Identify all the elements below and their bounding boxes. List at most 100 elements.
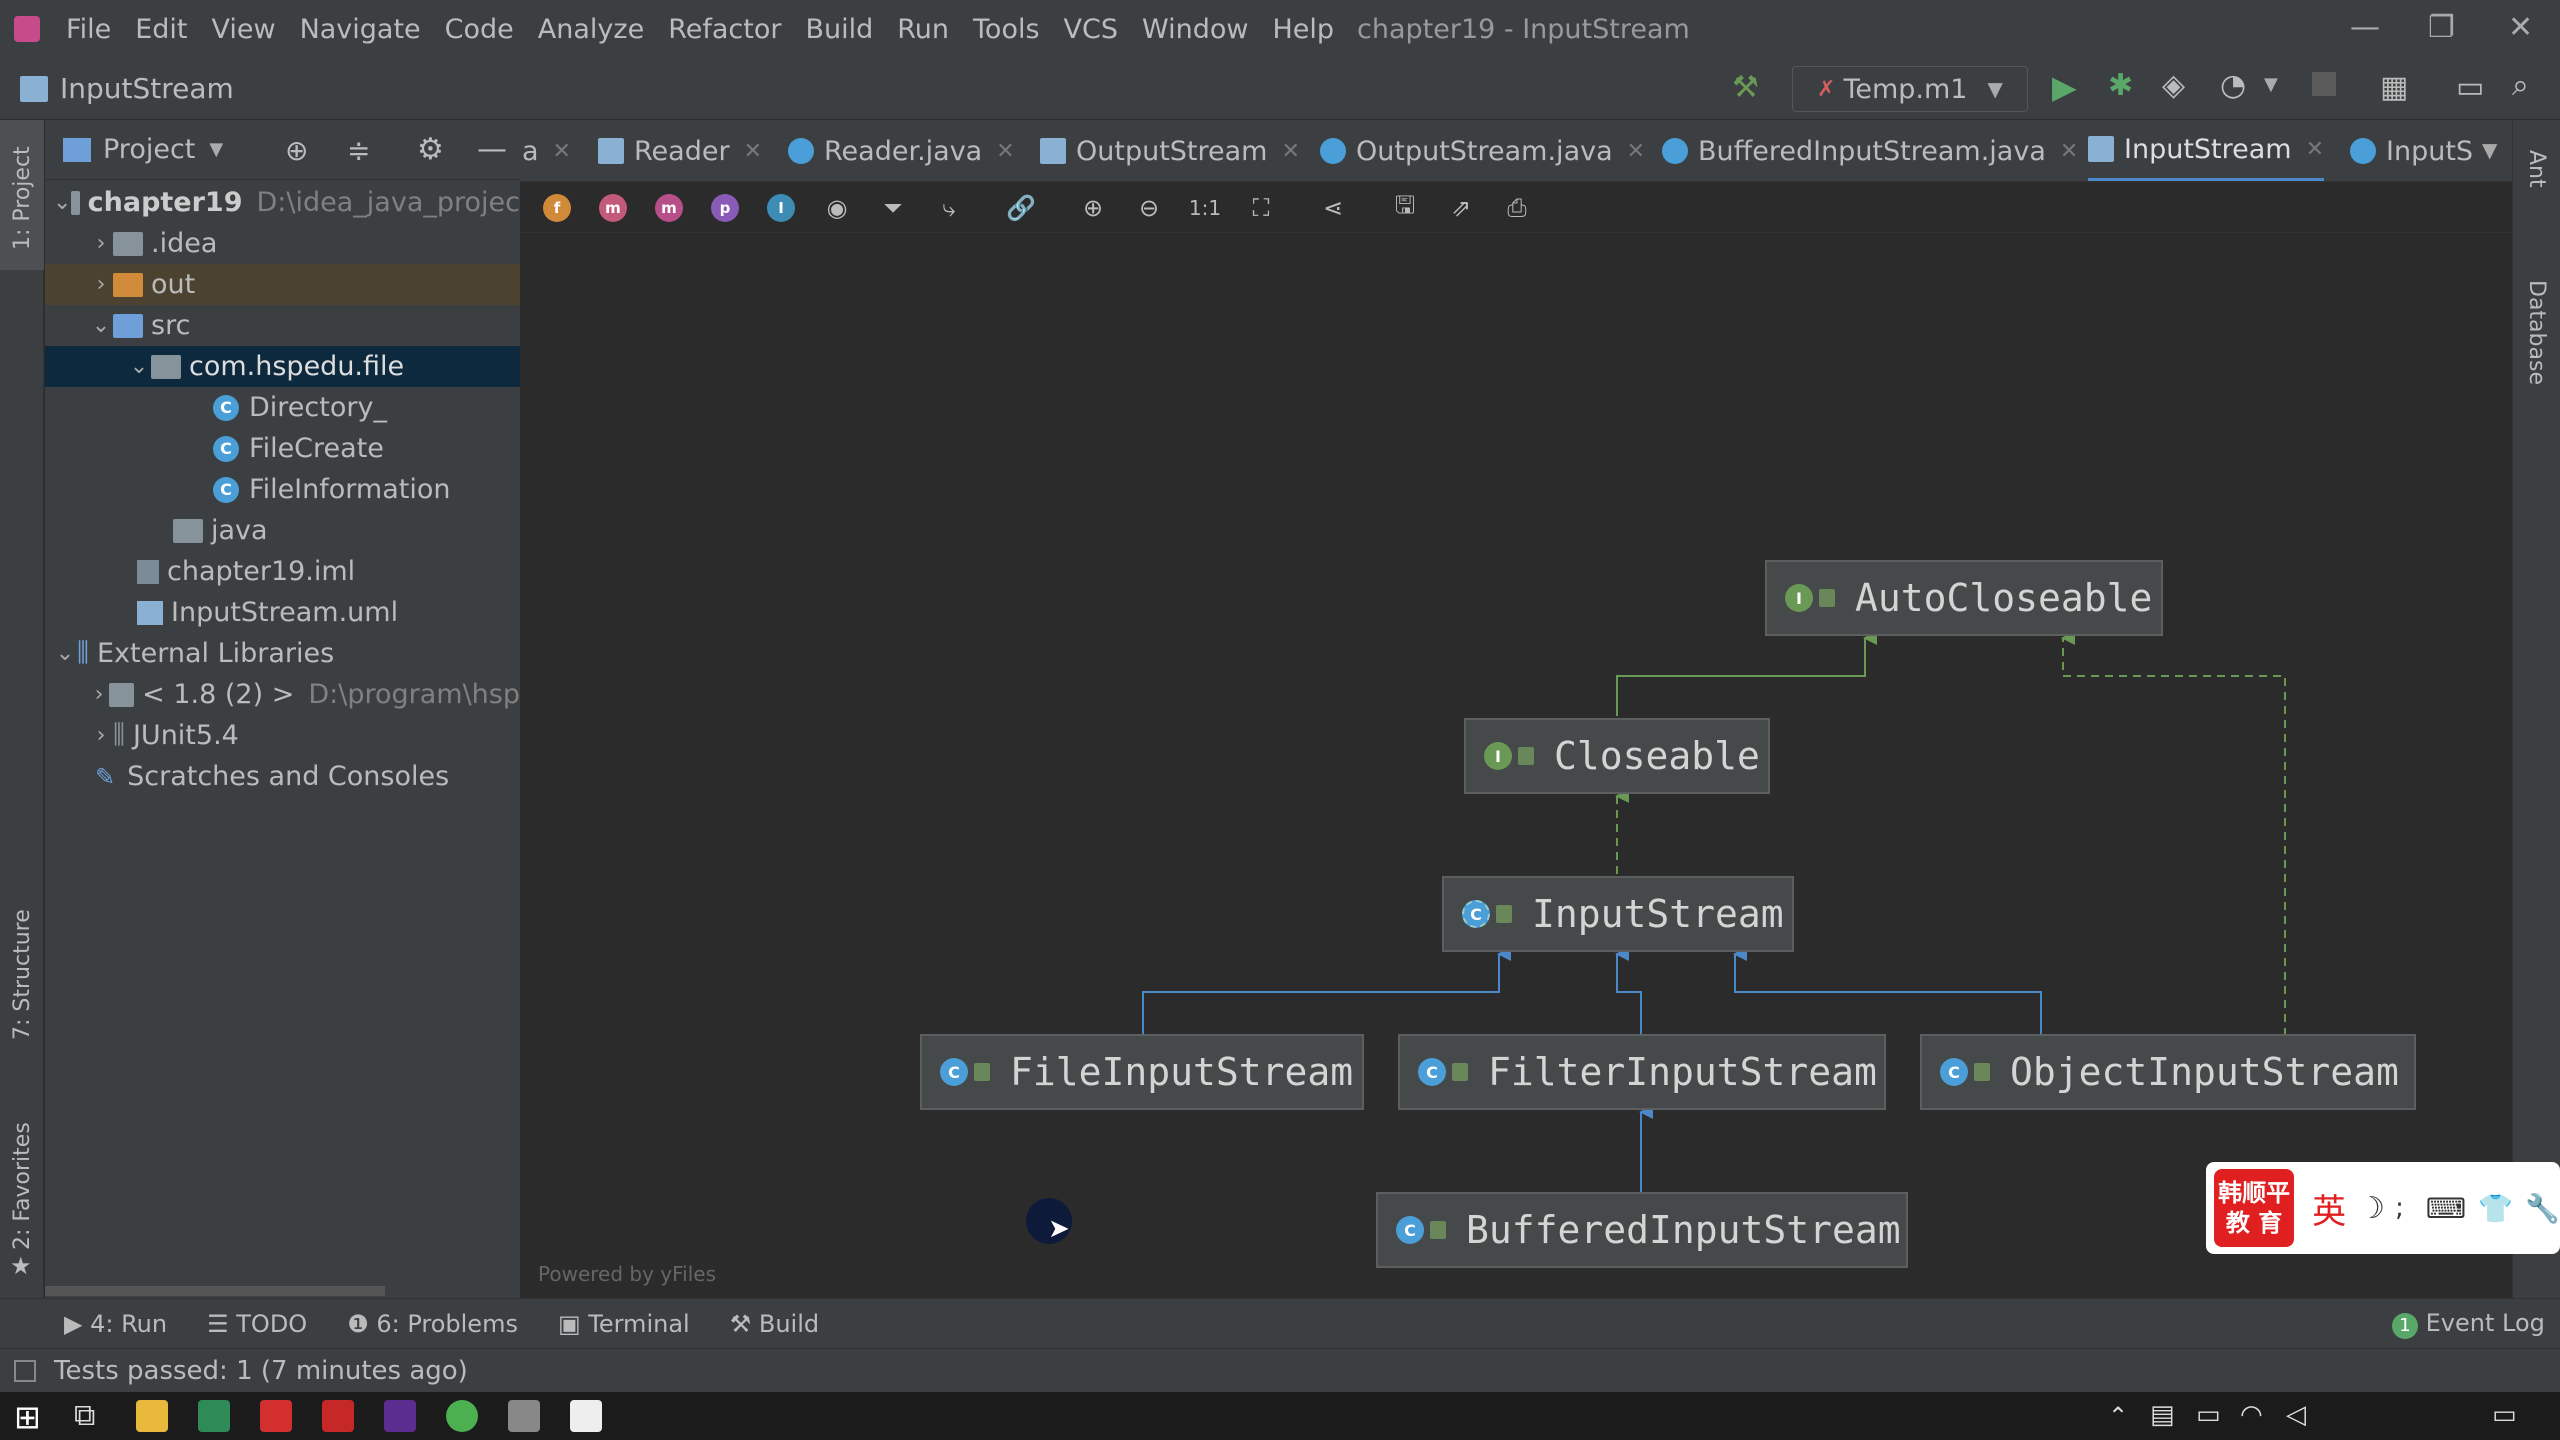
tree-item-jdk[interactable]: › < 1.8 (2) > D:\program\hsp [45,674,520,715]
notification-icon[interactable]: ▭ [2492,1400,2517,1430]
zoom-out-icon[interactable]: ⊖ [1138,194,1160,222]
profile-dropdown-icon[interactable]: ▼ [2264,74,2278,95]
tab-inputstream[interactable]: InputStream✕ [2088,120,2325,181]
menu-file[interactable]: File [66,13,112,45]
chevron-down-icon[interactable]: ⌄ [55,641,75,666]
menu-code[interactable]: Code [444,13,514,45]
project-structure-icon[interactable]: ▦ [2380,70,2409,105]
database-tool-label[interactable]: Database [2524,280,2549,385]
tabs-overflow-icon[interactable]: ▼ [2482,138,2498,162]
tree-item-out[interactable]: › out [45,264,520,305]
problems-tool-button[interactable]: ❶ 6: Problems [347,1309,518,1338]
wrench-icon[interactable]: 🔧 [2525,1191,2560,1225]
share-icon[interactable]: ⋖ [1322,194,1344,222]
close-icon[interactable]: ✕ [1626,138,1646,164]
build-tool-button[interactable]: ⚒ Build [729,1309,820,1338]
punctuation-icon[interactable]: ; [2395,1193,2404,1223]
task-view-icon[interactable]: ⧉ [74,1398,96,1433]
ant-tool-label[interactable]: Ant [2524,150,2549,188]
menu-refactor[interactable]: Refactor [668,13,782,45]
collapse-all-icon[interactable]: ≑ [347,134,371,167]
tab-inputs[interactable]: InputS [2350,120,2473,181]
run-config-selector[interactable]: ✗ Temp.m1 ▼ [1792,66,2028,112]
chevron-down-icon[interactable]: ▼ [209,139,224,160]
close-icon[interactable]: ✕ [996,138,1015,164]
close-icon[interactable]: ✕ [552,138,571,164]
gear-icon[interactable]: ⚙ [417,132,444,167]
status-toggle-icon[interactable] [14,1359,36,1382]
tab-reader[interactable]: Reader✕ [598,120,762,181]
close-icon[interactable]: ✕ [1281,138,1300,164]
tree-item-src[interactable]: ⌄ src [45,305,520,346]
fields-toggle-icon[interactable]: f [543,194,571,222]
menu-navigate[interactable]: Navigate [299,13,421,45]
volume-icon[interactable]: ◁ [2286,1400,2306,1430]
horizontal-scrollbar[interactable] [45,1286,385,1296]
tree-item-chapter19[interactable]: ⌄ chapter19 D:\idea_java_projec [45,182,520,223]
battery-icon[interactable]: ▭ [2196,1400,2221,1430]
chevron-down-icon[interactable]: ⌄ [129,354,149,379]
structure-tool-label[interactable]: 7: Structure [10,909,35,1040]
project-view-label[interactable]: Project [103,134,196,165]
close-icon[interactable]: ✕ [2059,138,2079,164]
menu-view[interactable]: View [211,13,276,45]
tree-item-idea[interactable]: › .idea [45,223,520,264]
tree-item-filecreate[interactable]: C FileCreate [45,428,520,469]
export-icon[interactable]: ⇗ [1450,194,1472,222]
event-log-button[interactable]: 1 Event Log [2392,1309,2545,1339]
favorites-tool-label[interactable]: 2: Favorites [10,1122,35,1250]
wps-icon[interactable] [322,1400,354,1432]
build-hammer-icon[interactable]: ⚒ [1732,70,1759,105]
hide-icon[interactable]: — [477,132,507,167]
menu-vcs[interactable]: VCS [1063,13,1119,45]
tree-item-junit[interactable]: › ⫼ JUnit5.4 [45,715,520,756]
skin-icon[interactable]: 👕 [2478,1191,2514,1225]
chevron-right-icon[interactable]: › [96,231,106,256]
menu-build[interactable]: Build [805,13,874,45]
fit-content-icon[interactable]: ⛶ [1252,194,1270,222]
locate-icon[interactable]: ⊕ [285,134,309,167]
properties-toggle-icon[interactable]: p [711,194,739,222]
tree-item-package[interactable]: ⌄ com.hspedu.file [45,346,520,387]
chevron-right-icon[interactable]: › [94,682,104,707]
chrome-icon[interactable] [446,1400,478,1432]
chevron-right-icon[interactable]: › [96,723,106,748]
actual-size-icon[interactable]: 1:1 [1188,196,1222,220]
tab-bufferedinputstream-java[interactable]: BufferedInputStream.java✕ [1662,120,2079,181]
terminal-tool-button[interactable]: ▣ Terminal [557,1309,690,1338]
tree-item-directory[interactable]: C Directory_ [45,387,520,428]
run-icon[interactable]: ▶ [2052,68,2077,106]
ime-language-label[interactable]: 英 [2312,1191,2347,1232]
tab-reader-java[interactable]: Reader.java✕ [788,120,1015,181]
inner-classes-toggle-icon[interactable]: I [767,194,795,222]
filter-icon[interactable]: ⏷ [883,194,903,222]
tab-outputstream[interactable]: OutputStream✕ [1040,120,1300,181]
menu-edit[interactable]: Edit [135,13,188,45]
wifi-icon[interactable]: ◠ [2240,1400,2263,1430]
notepad-icon[interactable] [508,1400,540,1432]
tree-item-fileinformation[interactable]: C FileInformation [45,469,520,510]
minimize-icon[interactable]: — [2350,10,2380,45]
tree-item-java[interactable]: java [45,510,520,551]
intellij-taskbar-icon[interactable] [384,1400,416,1432]
moon-icon[interactable]: ☽ [2358,1190,2386,1226]
save-icon[interactable]: 🖫 [1394,190,1416,219]
print-icon[interactable]: ⎙ [1507,194,1527,222]
close-icon[interactable]: ✕ [743,138,762,164]
link-icon[interactable]: 🔗 [1006,194,1036,222]
presentation-icon[interactable]: ▭ [2456,70,2485,105]
menu-help[interactable]: Help [1272,13,1335,45]
tray-expand-icon[interactable]: ⌃ [2108,1402,2129,1430]
tab-outputstream-java[interactable]: OutputStream.java✕ [1320,120,1646,181]
zoom-in-icon[interactable]: ⊕ [1082,194,1104,222]
close-icon[interactable]: ✕ [2305,136,2325,162]
chevron-down-icon[interactable]: ⌄ [91,313,111,338]
keyboard-icon[interactable]: ⌨ [2425,1191,2467,1225]
tree-item-external-libraries[interactable]: ⌄ ⫼ External Libraries [45,633,520,674]
